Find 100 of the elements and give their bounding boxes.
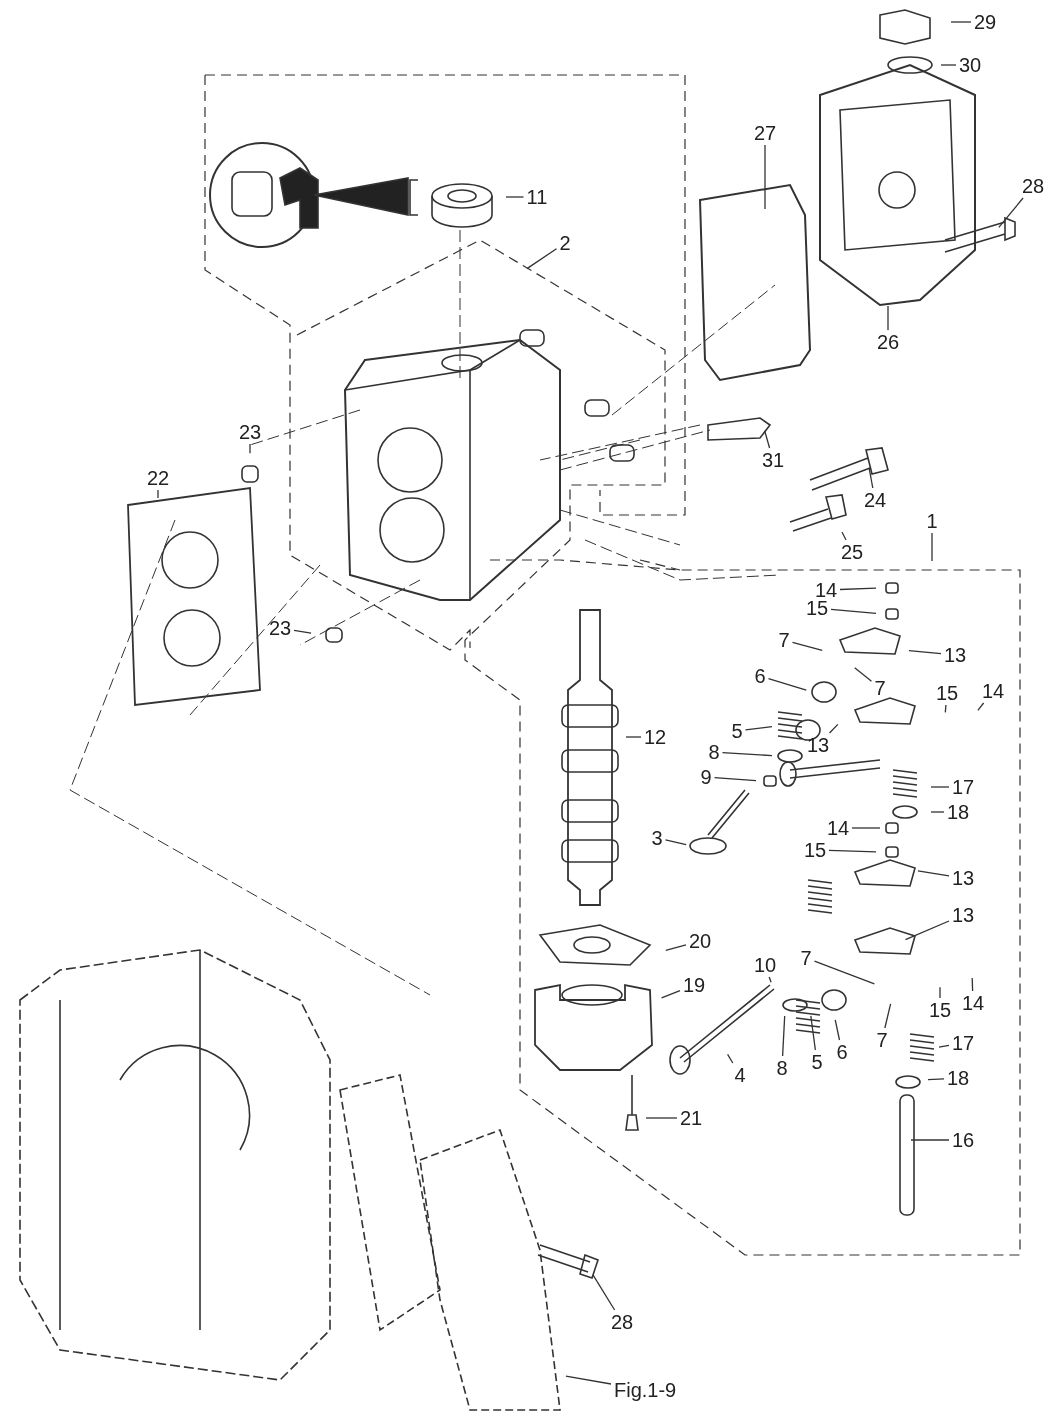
leader-line [713,776,757,782]
callout-number: 15 [928,999,953,1021]
callout-number: 17 [951,1032,976,1054]
callout-number: 26 [876,331,901,353]
leader-line [910,1139,950,1141]
leader-line [930,786,950,788]
callout-number: 9 [699,766,713,788]
leader-line [851,827,881,829]
callout-number: 23 [268,617,293,639]
leader-line [944,704,947,713]
callout-number: 7 [799,947,813,969]
callout-number: 22 [146,467,171,489]
callout-number: 18 [946,1067,971,1089]
callout-number: 10 [753,954,778,976]
callout-number: 15 [803,839,828,861]
leader-line [868,467,874,489]
leader-line [830,608,877,615]
leader-line [764,430,771,449]
leader-line [526,248,558,270]
callout-number: 29 [973,11,998,33]
callout-number: 28 [1021,175,1046,197]
callout-number: 6 [835,1041,849,1063]
leader-line [791,641,823,652]
leader-line [938,1044,950,1048]
leader-line [721,751,773,757]
leader-line [884,1003,892,1029]
callout-number: 14 [826,817,851,839]
leader-line [810,1015,817,1051]
leader-line [904,920,950,941]
callout-number: 12 [643,726,668,748]
leader-line [293,629,312,634]
callout-number: 8 [707,741,721,763]
leader-line [998,197,1024,228]
leader-line [660,989,681,999]
callout-number: 14 [961,992,986,1014]
leader-line [834,1019,841,1041]
leader-line [726,1053,734,1064]
callout-number: 28 [610,1311,635,1333]
leader-line [157,489,159,499]
leader-line [828,849,877,853]
leader-line [744,726,773,731]
callout-number: 27 [753,122,778,144]
callout-number: 30 [958,54,983,76]
leader-line [930,811,945,813]
callout-number: 13 [806,734,831,756]
leader-line [931,532,933,562]
callout-number: 25 [840,541,865,563]
leader-line [971,977,974,992]
callout-number: 13 [951,904,976,926]
callout-number: 24 [863,489,888,511]
callout-number: 7 [873,677,887,699]
callout-number: 31 [761,449,786,471]
leader-line [841,531,847,541]
leader-line [908,649,942,655]
callout-number: 8 [775,1057,789,1079]
leader-line [768,976,772,983]
callout-number: 23 [238,421,263,443]
callout-number: 7 [777,629,791,651]
leader-line [977,702,985,711]
callout-number: 5 [730,720,744,742]
leader-line [828,723,839,734]
callout-number: 7 [875,1029,889,1051]
leader-line [950,21,972,23]
leader-line [645,1117,678,1119]
callout-number: 5 [810,1051,824,1073]
callout-number: 15 [935,682,960,704]
leader-line [664,839,687,846]
leader-line [249,443,251,454]
leader-line [505,196,525,198]
callout-number: 11 [525,186,549,208]
callout-number: 14 [981,680,1006,702]
leader-line [565,1375,612,1385]
leader-line [665,944,687,952]
callout-number: 20 [688,930,713,952]
leader-line [592,1274,616,1311]
leader-line [917,870,950,877]
leader-line [940,64,957,66]
callout-number: 4 [733,1064,747,1086]
callout-number: 18 [946,801,971,823]
callout-number: 2 [558,232,572,254]
callout-number: 13 [951,867,976,889]
callout-number: 19 [682,974,707,996]
leader-line [854,667,873,682]
callout-number: 21 [679,1107,704,1129]
callout-number: 13 [943,644,968,666]
callout-number: 3 [650,827,664,849]
leader-line [625,736,642,738]
callout-number: 16 [951,1129,976,1151]
leader-line [813,960,876,985]
leader-line [839,587,877,591]
leader-line [939,986,941,999]
leader-line [927,1078,945,1081]
leader-line [781,1015,786,1057]
callout-number: 17 [951,776,976,798]
leader-line [764,144,766,210]
leader-line [887,305,889,331]
callout-number: Fig.1-9 [613,1379,678,1401]
callout-number: 6 [753,665,767,687]
leader-line [767,677,807,691]
callout-number: 1 [925,510,939,532]
